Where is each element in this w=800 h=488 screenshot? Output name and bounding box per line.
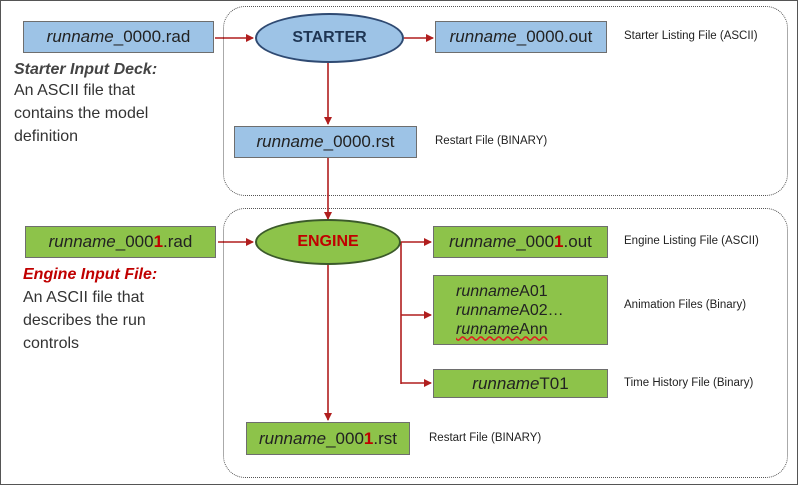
file-number: 1 [554, 232, 564, 251]
file-suffix: .rad [163, 232, 193, 251]
desc-line: describes the run [23, 312, 146, 329]
animation-file-item: runnameA02… [456, 301, 564, 319]
file-prefix: runname [256, 132, 324, 151]
starter-node-label: STARTER [292, 29, 367, 46]
file-number: 1 [363, 428, 374, 448]
engine-node-label: ENGINE [297, 233, 359, 250]
file-suffix: T01 [539, 373, 569, 393]
engine-input-heading: Engine Input File: [23, 266, 158, 283]
engine-animation-files: runnameA01 runnameA02… runnameAnn [433, 275, 608, 345]
file-prefix: runname [449, 232, 517, 251]
file-suffix: _0000.rst [323, 132, 395, 151]
file-mid: _000 [326, 428, 364, 448]
file-prefix: runname [46, 27, 114, 46]
engine-time-history-label: Time History File (Binary) [624, 377, 754, 389]
desc-line: contains the model [14, 105, 149, 122]
engine-restart-label: Restart File (BINARY) [429, 432, 542, 444]
file-prefix: runname [258, 428, 327, 448]
animation-file-item: runnameAnn [456, 320, 548, 338]
desc-line: An ASCII file that [14, 82, 135, 99]
engine-input-description: An ASCII file that describes the run con… [23, 286, 146, 355]
file-suffix: .out [563, 232, 592, 251]
file-prefix: runname [472, 373, 540, 393]
engine-listing-label: Engine Listing File (ASCII) [624, 235, 759, 247]
file-suffix: _0000.out [516, 27, 593, 46]
starter-input-file: runname_0000.rad [23, 21, 214, 53]
starter-input-description: An ASCII file that contains the model de… [14, 79, 148, 148]
file-prefix: runname [48, 232, 116, 251]
file-number: 1 [153, 232, 164, 251]
file-mid: _000 [516, 232, 555, 251]
engine-group [223, 208, 788, 478]
engine-node: ENGINE [255, 219, 401, 265]
starter-restart-label: Restart File (BINARY) [435, 135, 548, 147]
animation-file-item: runnameA01 [456, 282, 548, 300]
starter-listing-file: runname_0000.out [435, 21, 607, 53]
file-suffix: _0000.rad [113, 27, 191, 46]
file-mid: _000 [115, 232, 154, 251]
desc-line: definition [14, 128, 79, 145]
starter-input-heading: Starter Input Deck: [14, 61, 158, 78]
file-suffix: .rst [373, 428, 397, 448]
file-prefix: runname [449, 27, 517, 46]
starter-node: STARTER [255, 13, 404, 63]
starter-group [223, 6, 788, 196]
starter-restart-file: runname_0000.rst [234, 126, 417, 158]
engine-animation-label: Animation Files (Binary) [624, 299, 747, 311]
desc-line: An ASCII file that [23, 289, 144, 306]
desc-line: controls [23, 335, 80, 352]
starter-listing-label: Starter Listing File (ASCII) [624, 30, 758, 42]
